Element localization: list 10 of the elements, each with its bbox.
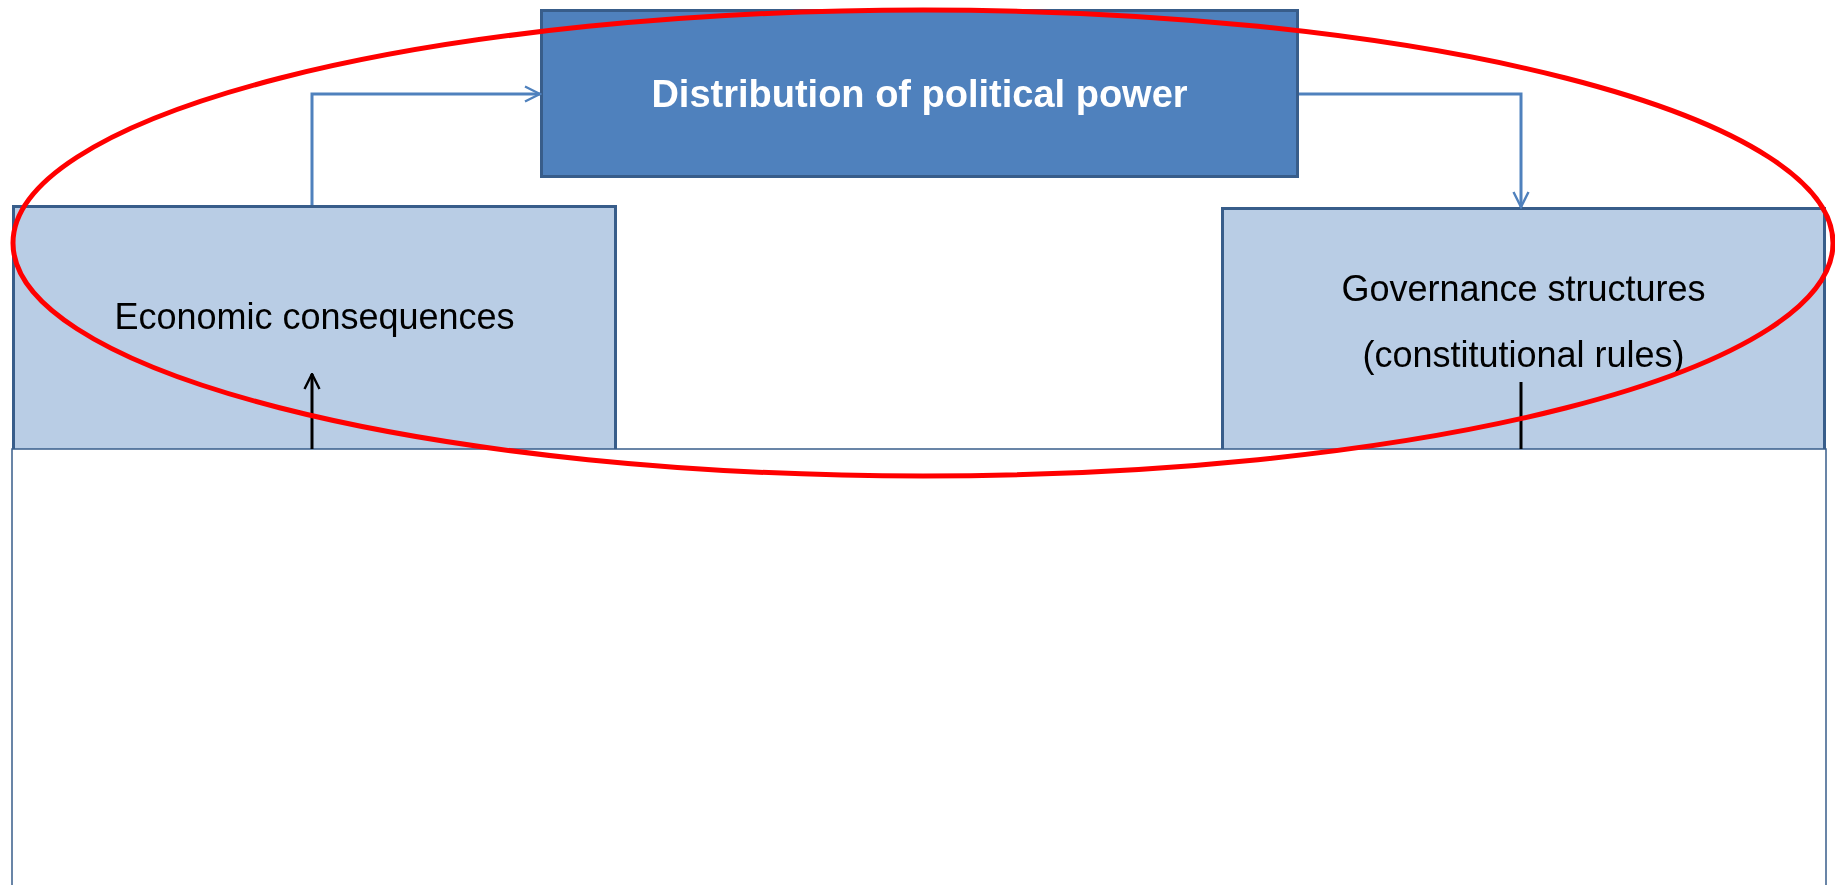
title-box [540, 9, 1299, 178]
arrow [1299, 92, 1530, 209]
box-label: Governance structures (constitutional rules) [1340, 267, 1707, 377]
box-label: Distribution of political power [650, 71, 1189, 117]
box-label: Economic consequences [113, 295, 516, 339]
process-box [12, 205, 617, 450]
arrow [310, 85, 542, 205]
process-box [1221, 207, 1826, 450]
arrow [303, 372, 321, 449]
connector-line [1519, 382, 1523, 449]
